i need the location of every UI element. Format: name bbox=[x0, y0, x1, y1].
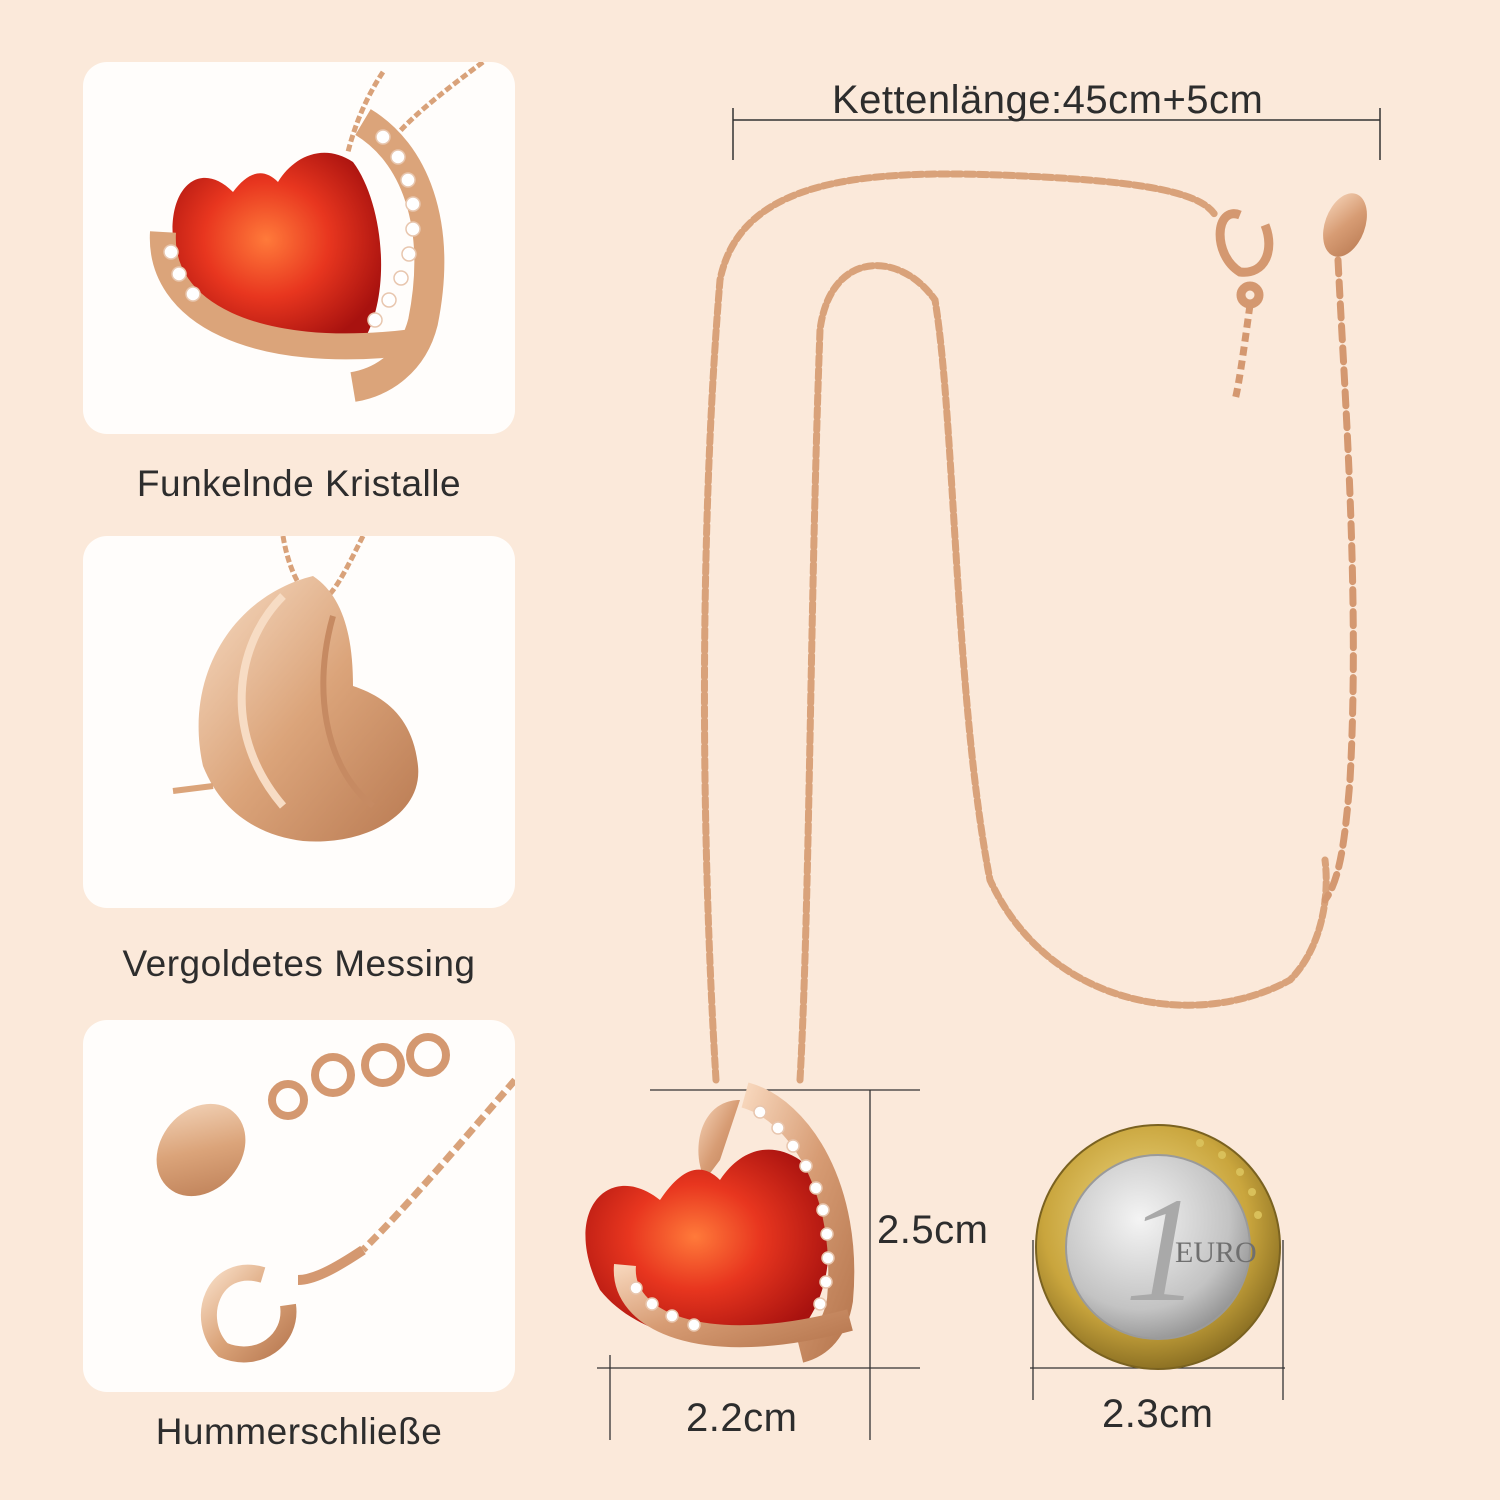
pendant-dimension-lines bbox=[597, 1089, 920, 1440]
heart-pendant-front-image bbox=[149, 62, 485, 402]
chain bbox=[700, 170, 1330, 1084]
lobster-clasp-icon bbox=[1215, 209, 1274, 401]
euro-coin-image bbox=[1035, 1124, 1281, 1370]
chain-length-dimension-line bbox=[732, 108, 1381, 160]
feature-card-brass bbox=[83, 536, 515, 908]
pendant-width-label: 2.2cm bbox=[686, 1396, 798, 1440]
feature-caption-brass: Vergoldetes Messing bbox=[122, 943, 476, 984]
chain-length-label: Kettenlänge:45cm+5cm bbox=[832, 78, 1264, 122]
extender-chain bbox=[1321, 193, 1367, 904]
pendant-height-label: 2.5cm bbox=[877, 1208, 989, 1252]
heart-pendant-back-image bbox=[172, 536, 419, 842]
heart-pendant-image bbox=[585, 1082, 855, 1363]
feature-card-crystals bbox=[83, 62, 515, 434]
feature-card-clasp bbox=[83, 1020, 515, 1392]
coin-value-text: 1 bbox=[1125, 1167, 1200, 1333]
feature-caption-crystals: Funkelnde Kristalle bbox=[136, 463, 462, 504]
feature-caption-clasp: Hummerschließe bbox=[155, 1411, 443, 1452]
coin-width-label: 2.3cm bbox=[1102, 1392, 1214, 1436]
lobster-clasp-image bbox=[156, 1033, 515, 1363]
coin-label-text: EURO bbox=[1175, 1236, 1257, 1269]
